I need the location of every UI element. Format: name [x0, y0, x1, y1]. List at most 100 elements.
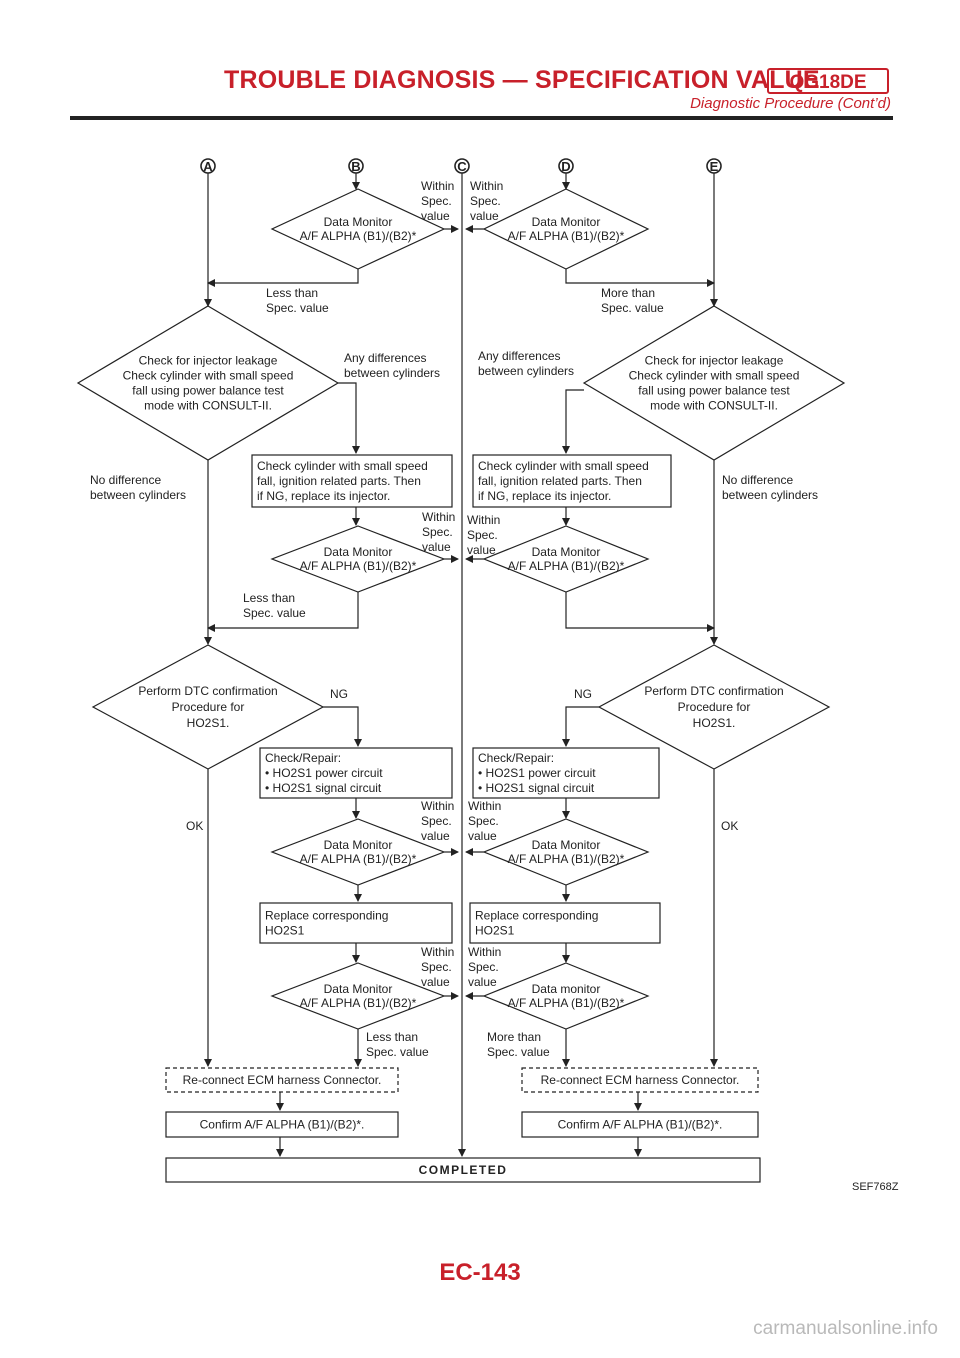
diamond-text-line: Check cylinder with small speed — [123, 369, 294, 383]
within-spec-label-line: Within — [468, 945, 501, 959]
more-than-label-line: Spec. value — [601, 301, 664, 315]
any-differences-label-line: Any differences — [344, 351, 427, 365]
ok-label: OK — [721, 819, 738, 833]
diamond-text-line: A/F ALPHA (B1)/(B2)* — [300, 852, 417, 866]
diamond-text-line: Procedure for — [678, 700, 751, 714]
confirm-af-alpha-box-text-line: Confirm A/F ALPHA (B1)/(B2)*. — [200, 1118, 365, 1132]
diamond-text-line: mode with CONSULT-II. — [650, 399, 778, 413]
any-differences-label-line: between cylinders — [478, 364, 574, 378]
diamond-text-line: Procedure for — [172, 700, 245, 714]
within-spec-label-line: Within — [421, 799, 454, 813]
within-spec-label-line: Spec. — [421, 194, 452, 208]
ok-label-line: OK — [721, 819, 738, 833]
diamond-text-line: A/F ALPHA (B1)/(B2)* — [508, 229, 625, 243]
more-than-label-line: More than — [601, 286, 655, 300]
within-spec-label-line: value — [468, 975, 497, 989]
within-spec-label-line: Spec. — [467, 528, 498, 542]
diamond-text-line: Data Monitor — [532, 545, 601, 559]
diamond-text-line: Data Monitor — [324, 215, 393, 229]
diamond-text-line: fall using power balance test — [638, 384, 790, 398]
replace-ho2s1-box-text-line: HO2S1 — [475, 924, 515, 938]
diamond-text-line: HO2S1. — [693, 716, 736, 730]
confirm-af-alpha-box-text: Confirm A/F ALPHA (B1)/(B2)*. — [558, 1118, 723, 1132]
diamond-text-line: Check for injector leakage — [645, 354, 784, 368]
diamond-text-line: A/F ALPHA (B1)/(B2)* — [508, 996, 625, 1010]
reconnect-ecm-box — [521, 1067, 759, 1093]
diamond-text-line: Data Monitor — [532, 215, 601, 229]
check-ignition-box-text-line: if NG, replace its injector. — [257, 489, 390, 503]
diamond-text-line: A/F ALPHA (B1)/(B2)* — [508, 559, 625, 573]
any-differences-label-line: Any differences — [478, 349, 561, 363]
check-ignition-box-text-line: Check cylinder with small speed — [257, 459, 428, 473]
ng-label: NG — [574, 687, 592, 701]
within-spec-label-line: Spec. — [470, 194, 501, 208]
within-spec-label-line: Within — [470, 179, 503, 193]
check-ignition-box-text-line: Check cylinder with small speed — [478, 459, 649, 473]
replace-ho2s1-box-text-line: Replace corresponding — [265, 909, 388, 923]
no-difference-label-line: No difference — [90, 473, 161, 487]
check-repair-box-text-line: • HO2S1 signal circuit — [478, 781, 595, 795]
connector-label: B — [351, 159, 360, 174]
no-difference-label-line: between cylinders — [722, 488, 818, 502]
confirm-af-alpha-box — [521, 1111, 759, 1138]
more-than-label-line: More than — [487, 1030, 541, 1044]
check-repair-box-text-line: Check/Repair: — [265, 751, 341, 765]
check-ignition-box — [472, 454, 672, 508]
less-than-label-line: Less than — [243, 591, 295, 605]
within-spec-label-line: value — [421, 209, 450, 223]
within-spec-label-line: Spec. — [421, 960, 452, 974]
ok-label-line: OK — [186, 819, 203, 833]
diamond-text-line: Data Monitor — [324, 545, 393, 559]
figure-code: SEF768Z — [852, 1181, 899, 1193]
engine-code-badge: QG18DE — [767, 68, 889, 94]
less-than-label-line: Spec. value — [243, 606, 306, 620]
connector-line — [562, 706, 599, 747]
no-difference-label-line: No difference — [722, 473, 793, 487]
less-than-label-line: Spec. value — [266, 301, 329, 315]
check-repair-box-text-line: Check/Repair: — [478, 751, 554, 765]
within-spec-label-line: value — [470, 209, 499, 223]
check-ignition-box-text-line: fall, ignition related parts. Then — [478, 474, 642, 488]
ng-label-line: NG — [330, 687, 348, 701]
diamond-text-line: Data monitor — [532, 982, 601, 996]
connector-label: A — [203, 159, 213, 174]
connector-label: E — [710, 159, 719, 174]
connector-line — [207, 269, 359, 287]
less-than-label-line: Less than — [266, 286, 318, 300]
completed-box — [165, 1157, 761, 1183]
confirm-af-alpha-box-text: Confirm A/F ALPHA (B1)/(B2)*. — [200, 1118, 365, 1132]
check-repair-box-text-line: • HO2S1 signal circuit — [265, 781, 382, 795]
diamond-text-line: A/F ALPHA (B1)/(B2)* — [508, 852, 625, 866]
check-ignition-box-text-line: fall, ignition related parts. Then — [257, 474, 421, 488]
connector-line — [338, 382, 360, 454]
diamond-text-line: Perform DTC confirmation — [138, 684, 277, 698]
connector-line — [207, 592, 359, 632]
replace-ho2s1-box — [469, 902, 661, 944]
within-spec-label-line: value — [421, 829, 450, 843]
connector-label: D — [561, 159, 570, 174]
less-than-label-line: Less than — [366, 1030, 418, 1044]
connector-line — [562, 389, 584, 454]
diamond-text-line: HO2S1. — [187, 716, 230, 730]
within-spec-label-line: Within — [422, 510, 455, 524]
replace-ho2s1-box-text-line: Replace corresponding — [475, 909, 598, 923]
diamond-text-line: fall using power balance test — [132, 384, 284, 398]
less-than-label-line: Spec. value — [366, 1045, 429, 1059]
page-subtitle: Diagnostic Procedure (Cont’d) — [690, 95, 891, 112]
